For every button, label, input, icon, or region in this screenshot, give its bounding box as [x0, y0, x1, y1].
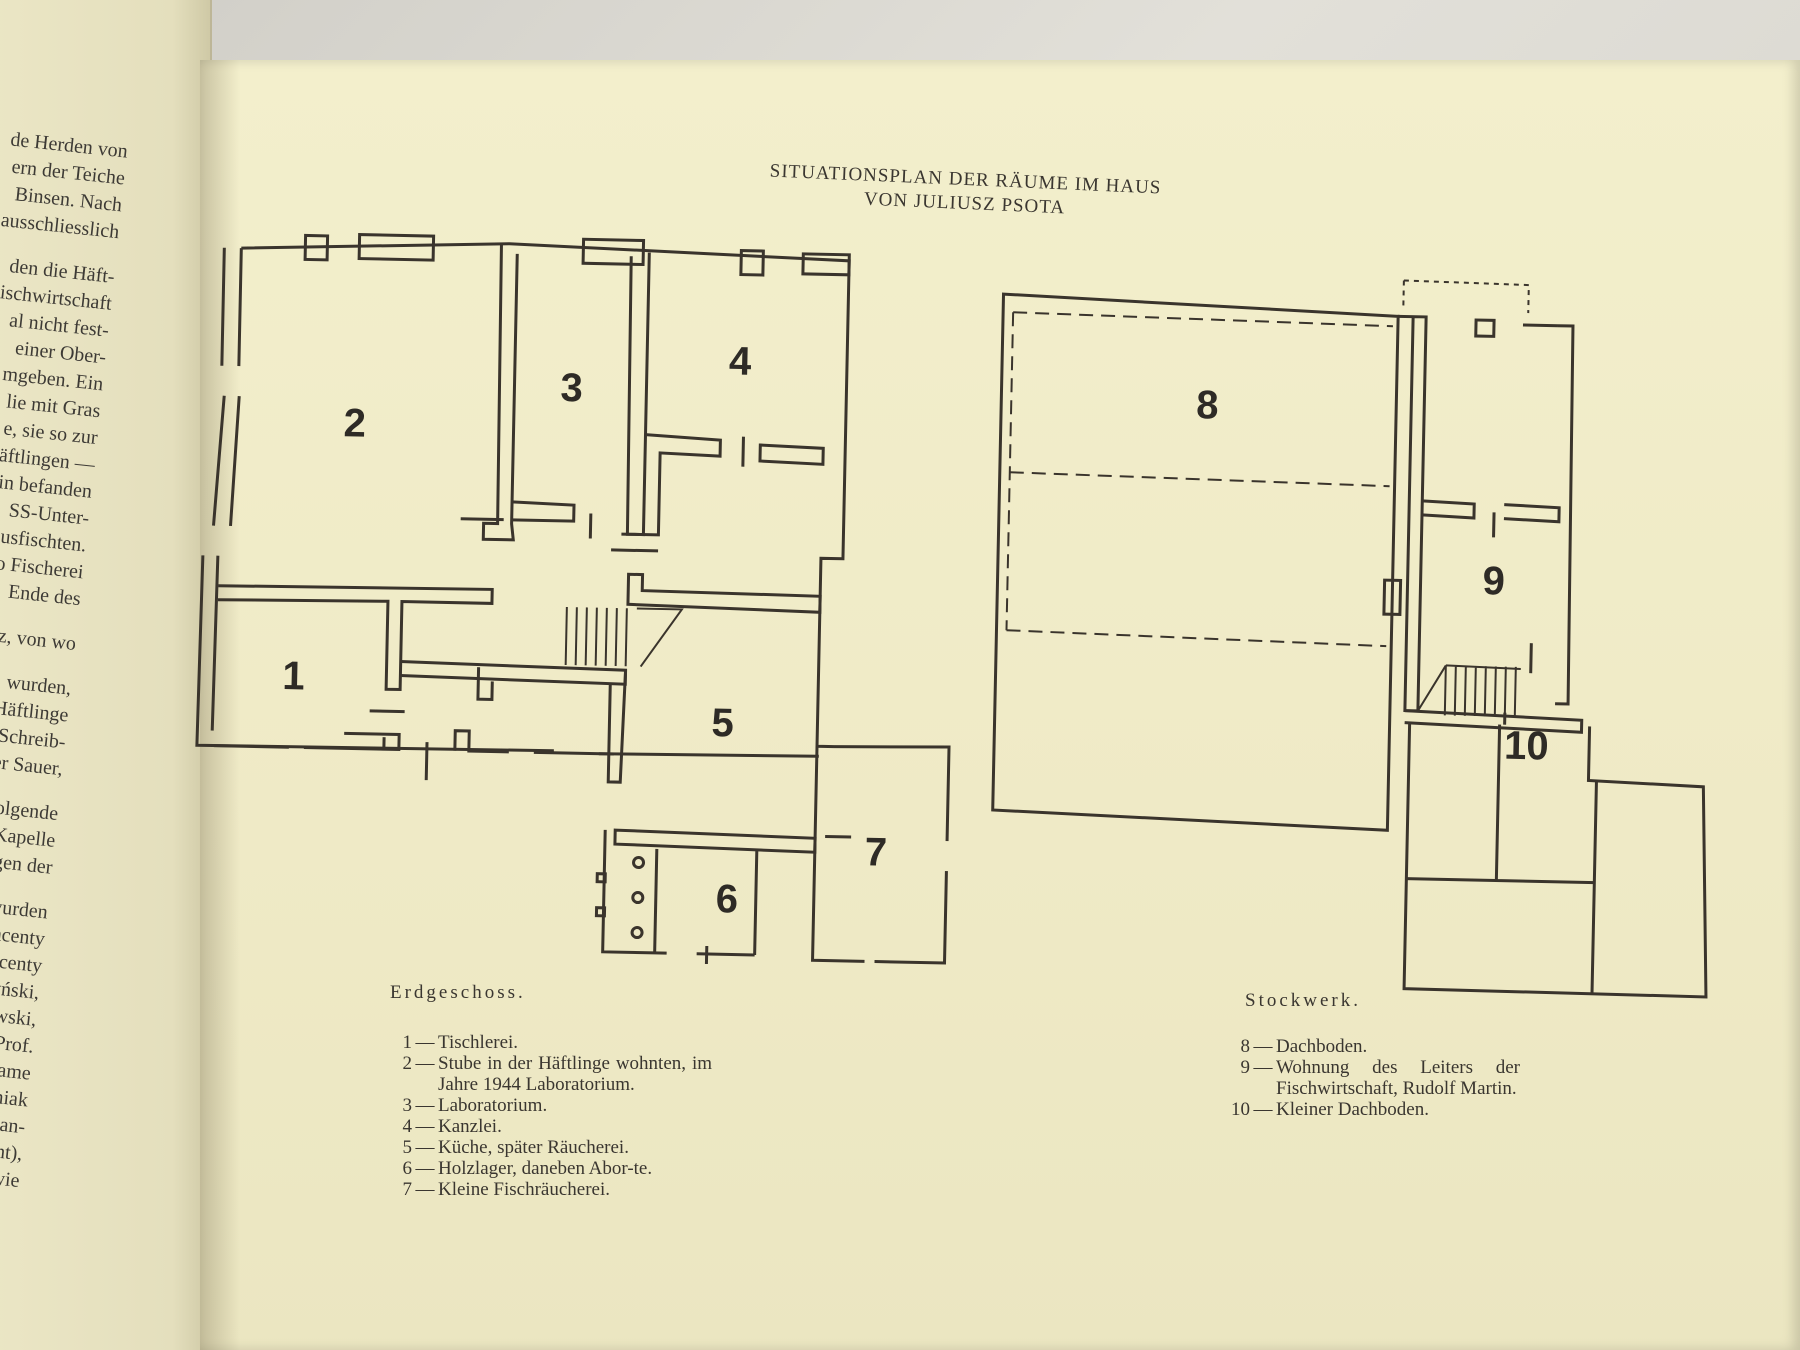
ground-floor-legend: 1—Tischlerei.2—Stube in der Häftlinge wo… [372, 1032, 713, 1200]
legend-dash: — [1253, 1099, 1273, 1120]
legend-item: 4—Kanzlei. [372, 1116, 712, 1137]
legend-item: 7—Kleine Fischräucherei. [372, 1179, 712, 1200]
room-number-5: 5 [711, 701, 734, 745]
legend-dash: — [415, 1032, 435, 1053]
room-number-9: 9 [1482, 559, 1505, 603]
room-number-3: 3 [560, 366, 583, 410]
legend-item: 1—Tischlerei. [372, 1032, 712, 1053]
legend-dash: — [415, 1137, 435, 1158]
legend-item: 9—Wohnung des Leiters der Fischwirtschaf… [1210, 1057, 1521, 1099]
legend-number: 7 [402, 1179, 413, 1200]
legend-dash: — [415, 1158, 435, 1179]
legend-dash: — [1253, 1036, 1273, 1057]
room-number-1: 1 [282, 654, 305, 698]
legend-number: 9 [1240, 1057, 1251, 1078]
ground-floor-caption: Erdgeschoss. [390, 982, 526, 1003]
legend-text: Laboratorium. [438, 1095, 548, 1116]
upper-floor-plan [991, 279, 1708, 999]
legend-text: Kleiner Dachboden. [1276, 1099, 1429, 1120]
room-number-10: 10 [1504, 724, 1549, 769]
legend-item: 5—Küche, später Räucherei. [372, 1137, 712, 1158]
legend-dash: — [415, 1053, 435, 1074]
legend-number: 2 [402, 1053, 413, 1074]
legend-text: Tischlerei. [438, 1032, 519, 1053]
legend-number: 4 [402, 1116, 413, 1137]
legend-number: 3 [402, 1095, 413, 1116]
legend-text: Dachboden. [1276, 1036, 1368, 1057]
legend-number: 5 [402, 1137, 413, 1158]
room-number-6: 6 [715, 877, 738, 921]
legend-text: Küche, später Räucherei. [438, 1137, 629, 1158]
legend-text: Holzlager, daneben Abor-te. [438, 1158, 653, 1179]
legend-item: 10—Kleiner Dachboden. [1210, 1099, 1520, 1120]
legend-text: Kanzlei. [438, 1116, 502, 1137]
legend-text: Stube in der Häftlinge wohnten, im Jahre… [438, 1053, 712, 1095]
room-number-2: 2 [343, 401, 366, 445]
legend-number: 10 [1231, 1099, 1250, 1120]
legend-number: 8 [1240, 1036, 1251, 1057]
legend-item: 3—Laboratorium. [372, 1095, 712, 1116]
room-number-4: 4 [729, 339, 753, 383]
legend-text: Wohnung des Leiters der Fischwirtschaft,… [1276, 1057, 1520, 1099]
upper-floor-legend: 8—Dachboden.9—Wohnung des Leiters der Fi… [1210, 1036, 1520, 1120]
legend-dash: — [415, 1095, 435, 1116]
book-gutter [200, 60, 240, 1350]
legend-text: Kleine Fischräucherei. [438, 1179, 610, 1200]
legend-item: 8—Dachboden. [1210, 1036, 1520, 1057]
legend-dash: — [415, 1116, 435, 1137]
right-page [200, 60, 1800, 1350]
upper-floor-caption: Stockwerk. [1245, 990, 1362, 1011]
legend-number: 1 [402, 1032, 413, 1053]
legend-number: 6 [402, 1158, 413, 1179]
legend-item: 2—Stube in der Häftlinge wohnten, im Jah… [372, 1053, 713, 1095]
legend-dash: — [415, 1179, 435, 1200]
room-number-7: 7 [864, 830, 887, 874]
ground-floor-plan [195, 233, 951, 965]
room-number-8: 8 [1196, 383, 1219, 427]
legend-item: 6—Holzlager, daneben Abor-te. [372, 1158, 712, 1179]
legend-dash: — [1253, 1057, 1273, 1078]
